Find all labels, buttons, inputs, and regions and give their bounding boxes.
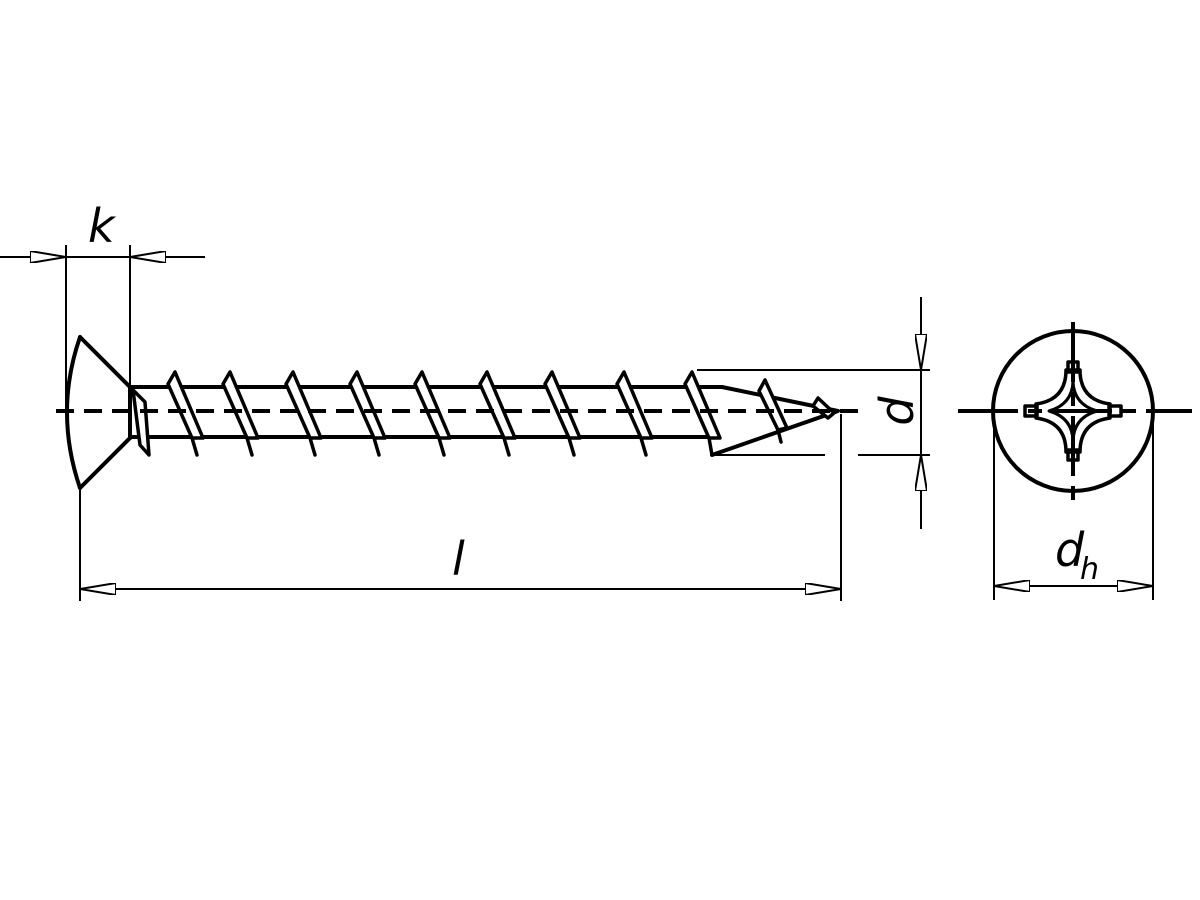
dimension-l-label: l <box>452 532 465 586</box>
head-outline <box>991 329 1155 493</box>
dimension-dh-subscript: h <box>1080 552 1099 587</box>
side-view <box>65 335 840 490</box>
dimension-d-label: d <box>870 396 924 426</box>
screw-threads <box>131 370 836 457</box>
top-view <box>991 329 1155 493</box>
dimension-dh-label: d <box>1055 523 1085 577</box>
phillips-recess <box>1023 360 1123 462</box>
dimension-k-label: k <box>88 199 117 253</box>
dimension-lines <box>0 245 1154 601</box>
